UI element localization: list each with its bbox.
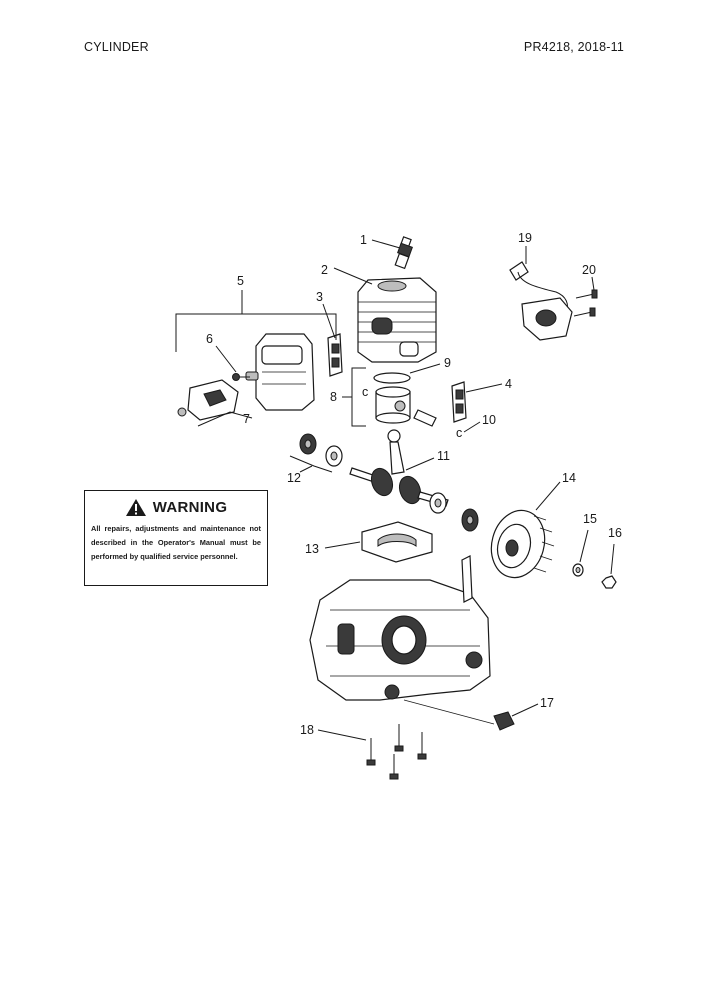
callout-9: 9 — [444, 356, 451, 370]
callout-11: 11 — [437, 449, 450, 463]
crank-bearing-part — [429, 492, 479, 532]
piston-part — [375, 386, 411, 424]
seal-bearing-part — [299, 433, 343, 467]
circlip-mark-left: c — [362, 385, 368, 399]
warning-text: All repairs, adjustments and maintenance… — [91, 524, 261, 561]
piston-pin-part — [413, 409, 437, 427]
callout-19: 19 — [518, 231, 532, 245]
callout-13: 13 — [305, 542, 319, 556]
piston-ring-part — [373, 372, 411, 384]
spark-plug-part — [394, 236, 413, 270]
callout-18: 18 — [300, 723, 314, 737]
crankcase-part — [309, 555, 491, 701]
callout-20: 20 — [582, 263, 596, 277]
nut-part — [601, 575, 617, 589]
page-title: CYLINDER — [84, 40, 149, 54]
circlip-mark-right: c — [456, 426, 462, 440]
callout-15: 15 — [583, 512, 597, 526]
callout-6: 6 — [206, 332, 213, 346]
exhaust-gasket-part — [451, 381, 467, 423]
muffler-screw-part — [232, 373, 250, 381]
callout-3: 3 — [316, 290, 323, 304]
intake-gasket-part — [327, 333, 343, 377]
callout-8: 8 — [330, 390, 337, 404]
warning-box: WARNING All repairs, adjustments and mai… — [84, 490, 268, 586]
flywheel-part — [490, 509, 555, 579]
buffer-part — [493, 711, 515, 731]
crankcase-cap-part — [361, 521, 433, 563]
crankcase-screws-part — [366, 724, 427, 780]
callout-7: 7 — [243, 412, 250, 426]
muffler-part — [245, 333, 315, 411]
ignition-coil-part — [509, 261, 573, 341]
callout-4: 4 — [505, 377, 512, 391]
callout-14: 14 — [562, 471, 576, 485]
warning-title: WARNING — [152, 499, 228, 516]
callout-10: 10 — [482, 413, 496, 427]
muffler-plate-part — [177, 379, 239, 421]
callout-5: 5 — [237, 274, 244, 288]
callout-2: 2 — [321, 263, 328, 277]
callout-17: 17 — [540, 696, 554, 710]
coil-screws-part — [573, 289, 598, 317]
document-reference: PR4218, 2018-11 — [523, 40, 624, 54]
cylinder-part — [357, 277, 437, 363]
callout-12: 12 — [287, 471, 301, 485]
callout-1: 1 — [360, 233, 367, 247]
warning-header: WARNING — [91, 498, 261, 517]
warning-triangle-icon — [125, 499, 146, 516]
callout-16: 16 — [608, 526, 622, 540]
